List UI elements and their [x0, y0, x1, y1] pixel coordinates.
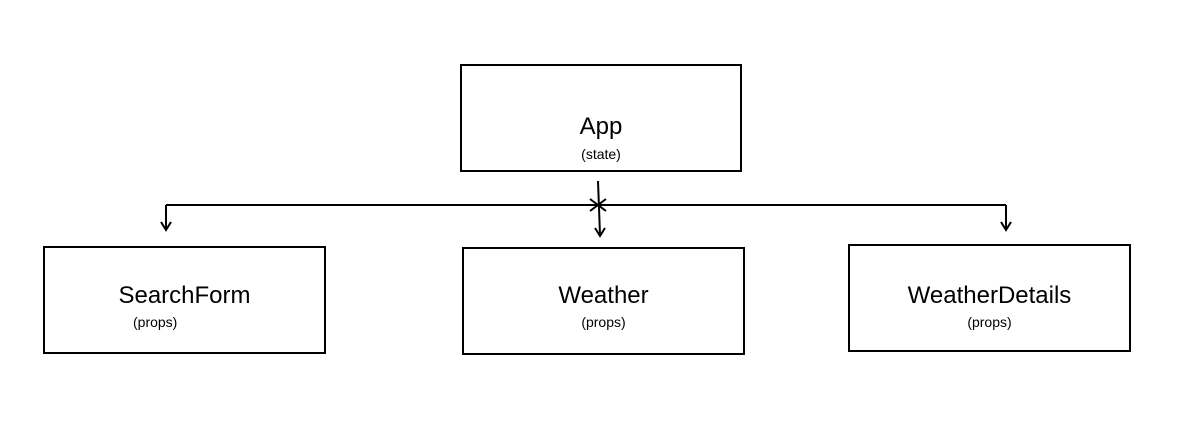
arrowhead-weatherdetails — [1000, 221, 1012, 232]
searchform-node-subtitle: (props) — [133, 314, 178, 330]
weather-node: Weather (props) — [462, 247, 745, 355]
weatherdetails-node-title: WeatherDetails — [907, 282, 1072, 309]
junction-mark-b — [589, 198, 607, 212]
weatherdetails-node-subtitle: (props) — [967, 314, 1012, 330]
app-node: App (state) — [460, 64, 742, 172]
searchform-node-title: SearchForm — [118, 282, 251, 309]
app-node-title: App — [579, 113, 623, 140]
weather-node-title: Weather — [558, 282, 649, 309]
root-stem-line — [597, 180, 601, 236]
weatherdetails-node: WeatherDetails (props) — [848, 244, 1131, 352]
weather-node-subtitle: (props) — [581, 314, 626, 330]
searchform-node: SearchForm (props) — [43, 246, 326, 354]
app-node-subtitle: (state) — [581, 146, 621, 162]
arrowhead-searchform — [160, 221, 172, 232]
arrowhead-weather — [594, 227, 606, 238]
